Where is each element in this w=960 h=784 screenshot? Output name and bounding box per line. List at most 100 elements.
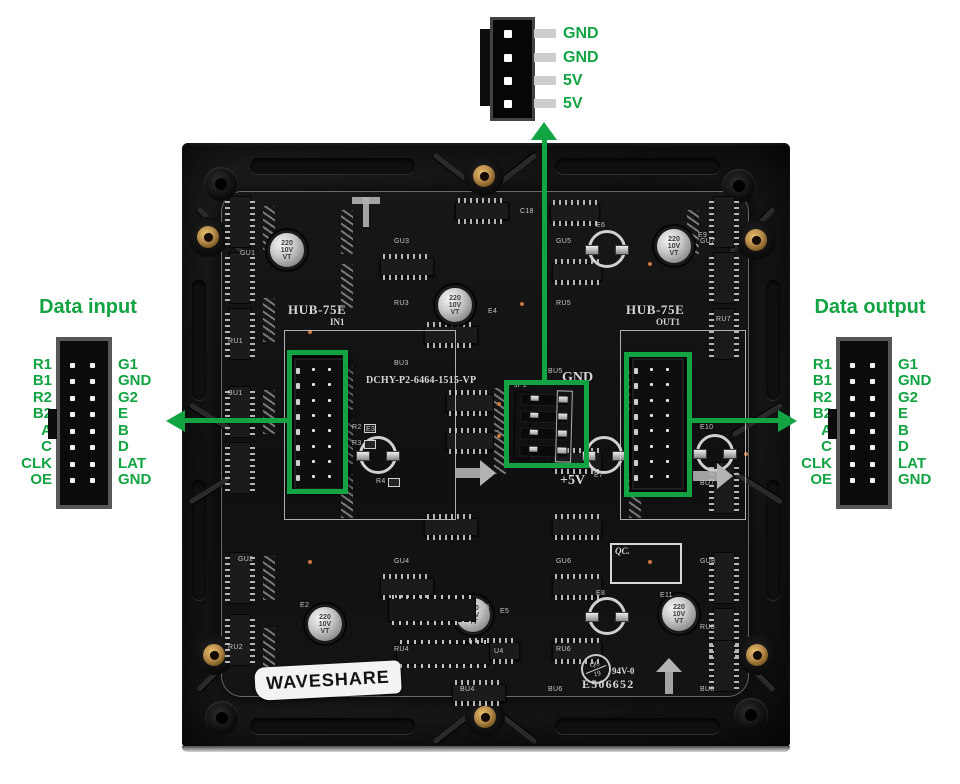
connector-pin xyxy=(70,428,75,434)
header-pin xyxy=(328,475,331,479)
connector-pin xyxy=(90,445,95,451)
battery-footprint xyxy=(585,597,629,635)
header-pin xyxy=(650,383,653,387)
dip-chip xyxy=(396,640,490,668)
header-pin xyxy=(650,459,653,463)
header-pin xyxy=(296,459,300,466)
ic-chip xyxy=(225,196,255,248)
component-label: E5 xyxy=(500,608,510,615)
mounting-hole xyxy=(188,217,228,257)
header-pin xyxy=(650,368,653,371)
pin-label: B2 xyxy=(812,405,832,423)
component-label: E9 xyxy=(698,232,708,239)
power-pin-lead xyxy=(534,99,556,108)
footprint-tab xyxy=(615,245,629,255)
capacitor-marking: 10V xyxy=(448,301,462,309)
header-pin xyxy=(650,413,653,417)
connector-pin xyxy=(90,428,95,434)
capacitor-marking: VT xyxy=(320,627,330,635)
pin-label: B2 xyxy=(32,405,52,423)
pin-label: G2 xyxy=(898,388,919,406)
pin-label: E xyxy=(898,405,909,423)
header-pin xyxy=(650,444,653,448)
connector-pin xyxy=(870,461,875,467)
capacitor-marking: VT xyxy=(450,308,460,316)
frame-slot xyxy=(766,480,780,600)
dip-chip xyxy=(388,595,476,625)
header-pin xyxy=(666,444,669,448)
ic-chip xyxy=(225,614,255,666)
header-pin xyxy=(666,383,669,387)
power-connector-body xyxy=(490,17,535,121)
ref-designator: BU6 xyxy=(548,686,563,693)
capacitor-marking: 220 xyxy=(668,235,680,243)
ic-chip xyxy=(452,680,506,706)
ref-designator: GU5 xyxy=(556,238,572,245)
silkscreen-outline-in1 xyxy=(284,330,456,520)
resistor-network xyxy=(263,556,275,600)
silkscreen-hub75e-left: HUB-75E xyxy=(288,302,347,317)
silkscreen-serial: E506652 xyxy=(582,677,635,691)
silkscreen-outline-out1 xyxy=(620,330,746,520)
silkscreen-arrow xyxy=(665,670,673,694)
component-label: E6 xyxy=(596,222,606,229)
pin-label: G2 xyxy=(118,388,139,406)
pin-label: A xyxy=(821,421,832,439)
power-pin xyxy=(504,100,512,108)
ic-chip xyxy=(380,574,434,600)
connector-pin xyxy=(850,478,855,483)
header-pin xyxy=(634,413,638,420)
header-pin xyxy=(328,413,331,417)
power-pin-lead xyxy=(534,29,556,38)
connector-pin xyxy=(70,395,75,401)
hub-header-out1 xyxy=(630,356,686,492)
frame-slot xyxy=(555,718,720,734)
resistor-network xyxy=(263,390,275,434)
brass-insert xyxy=(474,706,496,728)
connector-pin xyxy=(870,412,875,418)
connector-pin xyxy=(90,395,95,401)
component-label: R2 xyxy=(352,424,362,431)
ref-designator: RU1 xyxy=(228,338,243,345)
pin-label: LAT xyxy=(118,454,147,472)
pin-label: CLK xyxy=(21,454,52,472)
connector-pin xyxy=(70,461,75,467)
silkscreen-arrow xyxy=(656,658,682,672)
mounting-hole xyxy=(736,220,776,260)
header-pin xyxy=(296,368,300,374)
ic-chip xyxy=(552,574,602,600)
frame-slot xyxy=(555,158,720,174)
ic-chip xyxy=(446,428,494,454)
frame-slot xyxy=(192,480,206,600)
data-output-connector-notch xyxy=(828,409,837,439)
brass-insert xyxy=(746,644,768,666)
ic-chip xyxy=(225,386,255,438)
connector-pin xyxy=(870,379,875,385)
silkscreen-in1: IN1 xyxy=(330,317,345,327)
annotation-arrow-output-line xyxy=(687,418,778,423)
annotation-arrow-input-head xyxy=(166,409,185,432)
power-pin-label: 5V xyxy=(563,72,583,89)
ic-chip xyxy=(552,514,602,540)
connector-pin xyxy=(850,445,855,451)
pin-label: B xyxy=(898,421,909,439)
ic-chip xyxy=(550,200,600,226)
footprint-tab xyxy=(723,449,737,459)
power-pin xyxy=(504,54,512,62)
connector-pin xyxy=(70,445,75,451)
resistor-network xyxy=(341,264,353,308)
pin-label: R2 xyxy=(32,388,52,406)
capacitor-marking: 220 xyxy=(319,613,331,621)
footprint-tab xyxy=(585,245,599,255)
ref-designator: JP1 xyxy=(514,382,527,389)
connector-pin xyxy=(70,478,75,483)
resistor-network xyxy=(494,430,506,474)
resistor-network xyxy=(263,628,275,672)
ic-chip xyxy=(446,390,494,416)
header-pin xyxy=(328,398,331,402)
header-pin xyxy=(666,413,669,417)
power-pin xyxy=(504,30,512,38)
frame-slot xyxy=(766,280,780,400)
connector-pin xyxy=(850,395,855,401)
connector-pin xyxy=(870,363,875,368)
